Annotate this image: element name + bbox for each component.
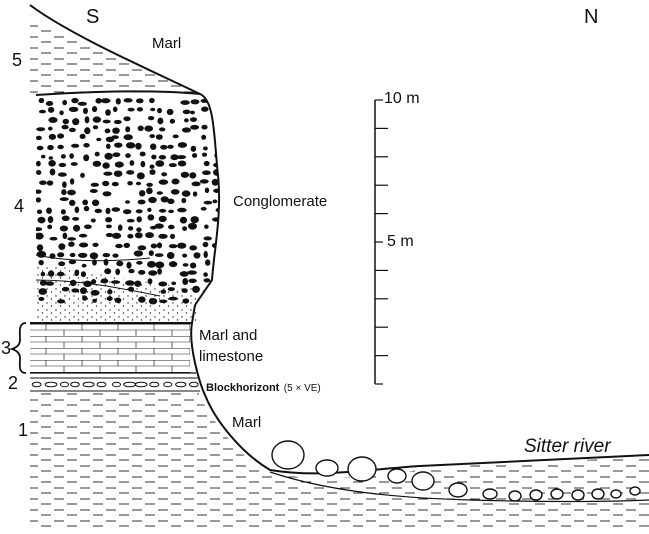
scale-5m-label: 5 m <box>387 233 414 250</box>
unit-1-lithology: Marl <box>232 414 262 431</box>
unit-4-number: 4 <box>14 196 25 216</box>
unit-1-number: 1 <box>18 420 29 440</box>
limestone-layer-3 <box>30 322 196 374</box>
unit-2-lithology-note: (5 × VE) <box>283 383 321 394</box>
unit-3-number: 3 <box>1 338 12 358</box>
marl-layer-5 <box>30 15 200 100</box>
cliff-outline <box>29 4 649 503</box>
unit-2-number: 2 <box>8 373 19 393</box>
unit-4-lithology: Conglomerate <box>233 193 328 210</box>
unit-2-lithology: Blockhorizont (5 × VE) <box>206 378 321 396</box>
south-label: S <box>86 6 100 28</box>
unit-2-lithology-name: Blockhorizont <box>206 382 280 394</box>
unit-3-lithology-line2: limestone <box>199 348 264 365</box>
unit-3-lithology-line1: Marl and <box>199 327 258 344</box>
north-label: N <box>584 6 599 28</box>
scale-10m-label: 10 m <box>384 90 420 107</box>
sandstone-lens <box>36 262 200 323</box>
marl-layer-1 <box>30 392 649 529</box>
river-label: Sitter river <box>524 436 611 457</box>
unit-3-brace <box>9 322 27 374</box>
river-boulders <box>271 440 641 502</box>
conglomerate-layer-4 <box>35 90 221 306</box>
block-horizon-layer-2 <box>30 377 200 392</box>
scale-bar <box>374 99 388 385</box>
unit-5-lithology: Marl <box>152 35 182 52</box>
unit-5-number: 5 <box>12 50 23 70</box>
